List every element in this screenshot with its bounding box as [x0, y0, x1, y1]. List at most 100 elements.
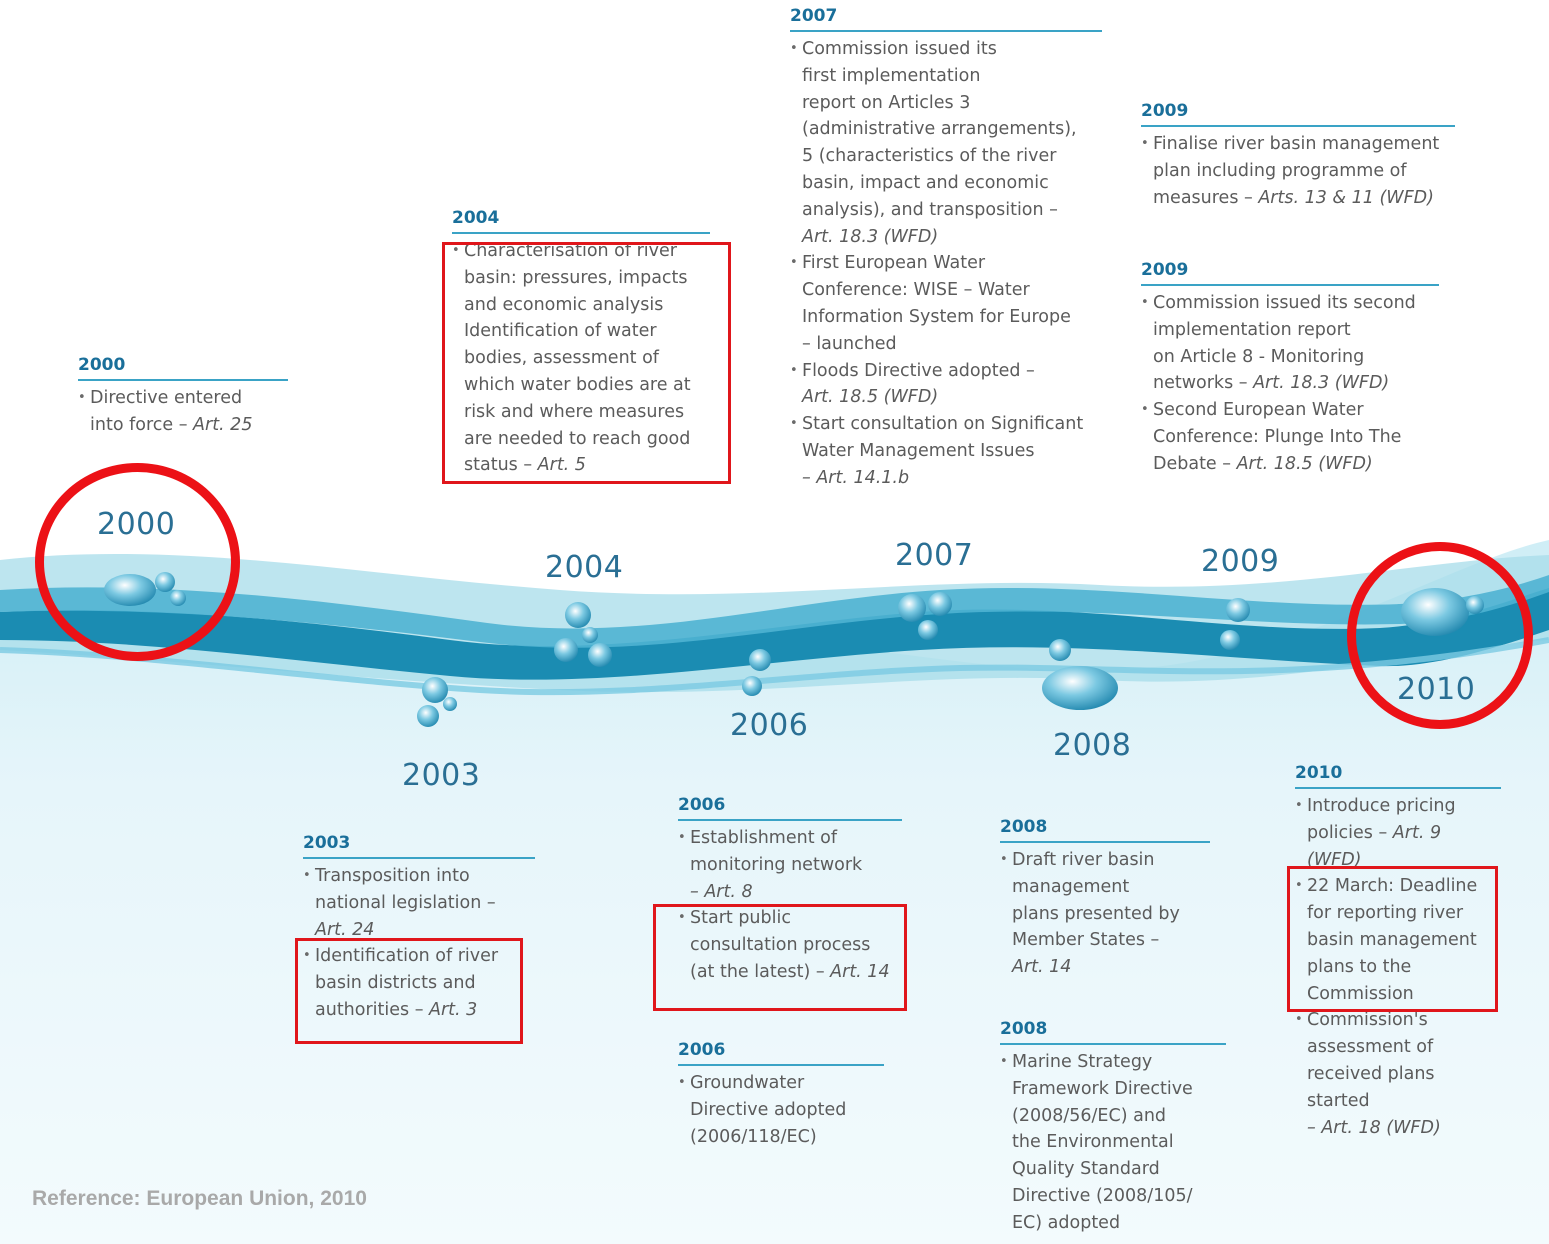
milestone-item: Commission's assessment of received plan…	[1295, 1007, 1501, 1141]
milestone-item-list: Commission issued its first implementati…	[790, 36, 1102, 492]
milestone-year-heading: 2009	[1141, 100, 1455, 127]
milestone-item: Transposition into national legislation …	[303, 863, 535, 943]
milestone-item-article: Art. 18.3 (WFD)	[1253, 373, 1390, 394]
milestone-2009-a: 2009Finalise river basin management plan…	[1141, 100, 1455, 211]
milestone-item: Identification of river basin districts …	[303, 943, 535, 1023]
milestone-item-article: Art. 25	[193, 414, 253, 435]
milestone-item-list: Establishment of monitoring network – Ar…	[678, 825, 902, 986]
milestone-item-article: Art. 14	[830, 961, 890, 982]
highlight-box-2004	[442, 242, 731, 484]
drop-cluster-2009	[1220, 598, 1250, 650]
milestone-item-article: – Art. 18 (WFD)	[1307, 1117, 1441, 1138]
reference-caption: Reference: European Union, 2010	[32, 1187, 367, 1210]
milestone-item: Finalise river basin management plan inc…	[1141, 131, 1455, 211]
highlight-box-2003	[295, 938, 523, 1044]
milestone-item-text: Groundwater Directive adopted (2006/118/…	[690, 1073, 847, 1147]
milestone-item-text: Floods Directive adopted –	[802, 360, 1035, 381]
milestone-2004: 2004Characterisation of river basin: pre…	[452, 207, 710, 479]
milestone-item-text: Finalise river basin management plan inc…	[1153, 134, 1440, 208]
milestone-2007: 2007Commission issued its first implemen…	[790, 5, 1102, 492]
milestone-item-text: Commission issued its second implementat…	[1153, 293, 1416, 394]
drop-cluster-2008	[1042, 639, 1118, 710]
milestone-item: Directive entered into force – Art. 25	[78, 385, 288, 439]
wave-year-2004: 2004	[545, 550, 624, 585]
milestone-item-text: Transposition into national legislation …	[315, 866, 496, 913]
milestone-item: Introduce pricing policies – Art. 9 (WFD…	[1295, 793, 1501, 873]
milestone-item-text: Start public consultation process (at th…	[690, 908, 871, 982]
milestone-item-text: Identification of river basin districts …	[315, 946, 499, 1020]
milestone-year-heading: 2000	[78, 354, 288, 381]
milestone-item-article: Art. 18.5 (WFD)	[1236, 453, 1373, 474]
milestone-item: Establishment of monitoring network – Ar…	[678, 825, 902, 905]
milestone-item: Start public consultation process (at th…	[678, 905, 902, 985]
milestone-item: Second European Water Conference: Plunge…	[1141, 397, 1439, 477]
milestone-item-text: Commission's assessment of received plan…	[1307, 1010, 1435, 1111]
milestone-item: Marine Strategy Framework Directive (200…	[1000, 1049, 1226, 1237]
highlight-box-2006	[653, 904, 907, 1011]
milestone-2000: 2000Directive entered into force – Art. …	[78, 354, 288, 439]
milestone-year-heading: 2006	[678, 1039, 884, 1066]
milestone-item-article: Arts. 13 & 11 (WFD)	[1258, 187, 1434, 208]
milestone-item-article: Art. 3	[429, 999, 478, 1020]
wave-year-2006: 2006	[730, 708, 809, 743]
milestone-item-article: Art. 5	[537, 455, 586, 476]
milestone-item: Commission issued its first implementati…	[790, 36, 1102, 250]
milestone-item-list: Commission issued its second implementat…	[1141, 290, 1439, 478]
milestone-item-text: First European Water Conference: WISE – …	[802, 253, 1071, 354]
milestone-item-article: Art. 18.5 (WFD)	[802, 387, 939, 408]
wave-year-2007: 2007	[895, 538, 974, 573]
milestone-item: Characterisation of river basin: pressur…	[452, 238, 710, 479]
wave-year-2003: 2003	[402, 758, 481, 793]
highlight-circle-2010	[1347, 542, 1533, 729]
drop-cluster-2006	[742, 649, 771, 696]
milestone-item-text: Directive entered into force –	[90, 388, 243, 435]
milestone-year-heading: 2009	[1141, 259, 1439, 286]
milestone-year-heading: 2008	[1000, 1018, 1226, 1045]
milestone-year-heading: 2003	[303, 832, 535, 859]
drop-cluster-2007	[898, 592, 952, 640]
milestone-item-list: Finalise river basin management plan inc…	[1141, 131, 1455, 211]
milestone-item-text: 22 March: Deadline for reporting river b…	[1307, 876, 1478, 1004]
milestone-item-text: Introduce pricing policies –	[1307, 796, 1456, 843]
milestone-item: Start consultation on Significant Water …	[790, 411, 1102, 491]
wave-year-2009: 2009	[1201, 544, 1280, 579]
milestone-item-list: Transposition into national legislation …	[303, 863, 535, 1024]
milestone-item-text: Second European Water Conference: Plunge…	[1153, 400, 1402, 474]
drop-cluster-2003	[417, 677, 457, 727]
milestone-2009-b: 2009Commission issued its second impleme…	[1141, 259, 1439, 478]
milestone-year-heading: 2008	[1000, 816, 1210, 843]
milestone-item-article: Art. 18.3 (WFD)	[802, 226, 939, 247]
milestone-item-text: Draft river basin management plans prese…	[1012, 850, 1180, 951]
milestone-item-list: Introduce pricing policies – Art. 9 (WFD…	[1295, 793, 1501, 1141]
milestone-2008-a: 2008Draft river basin management plans p…	[1000, 816, 1210, 981]
milestone-item-article: Art. 24	[315, 919, 375, 940]
milestone-2003: 2003Transposition into national legislat…	[303, 832, 535, 1024]
milestone-2006-b: 2006Groundwater Directive adopted (2006/…	[678, 1039, 884, 1150]
milestone-item: 22 March: Deadline for reporting river b…	[1295, 873, 1501, 1007]
milestone-2006-a: 2006Establishment of monitoring network …	[678, 794, 902, 986]
milestone-item-article: Art. 9 (WFD)	[1307, 822, 1442, 870]
milestone-item-text: Establishment of monitoring network	[690, 828, 863, 875]
milestone-item-list: Directive entered into force – Art. 25	[78, 385, 288, 439]
wave-year-2008: 2008	[1053, 728, 1132, 763]
milestone-item: First European Water Conference: WISE – …	[790, 250, 1102, 357]
milestone-2008-b: 2008Marine Strategy Framework Directive …	[1000, 1018, 1226, 1237]
milestone-item-text: Characterisation of river basin: pressur…	[464, 241, 691, 476]
milestone-item-text: Commission issued its first implementati…	[802, 39, 1077, 220]
milestone-2010: 2010Introduce pricing policies – Art. 9 …	[1295, 762, 1501, 1141]
milestone-year-heading: 2006	[678, 794, 902, 821]
highlight-box-2010	[1287, 866, 1498, 1012]
milestone-year-heading: 2010	[1295, 762, 1501, 789]
milestone-item-list: Marine Strategy Framework Directive (200…	[1000, 1049, 1226, 1237]
milestone-item: Commission issued its second implementat…	[1141, 290, 1439, 397]
milestone-item-article: – Art. 8	[690, 881, 753, 902]
milestone-item-list: Characterisation of river basin: pressur…	[452, 238, 710, 479]
milestone-item: Draft river basin management plans prese…	[1000, 847, 1210, 981]
milestone-item: Groundwater Directive adopted (2006/118/…	[678, 1070, 884, 1150]
milestone-item-list: Groundwater Directive adopted (2006/118/…	[678, 1070, 884, 1150]
milestone-year-heading: 2007	[790, 5, 1102, 32]
milestone-item-text: Marine Strategy Framework Directive (200…	[1012, 1052, 1193, 1233]
milestone-item: Floods Directive adopted – Art. 18.5 (WF…	[790, 358, 1102, 412]
milestone-item-text: Start consultation on Significant Water …	[802, 414, 1084, 461]
milestone-item-article: – Art. 14.1.b	[802, 467, 910, 488]
